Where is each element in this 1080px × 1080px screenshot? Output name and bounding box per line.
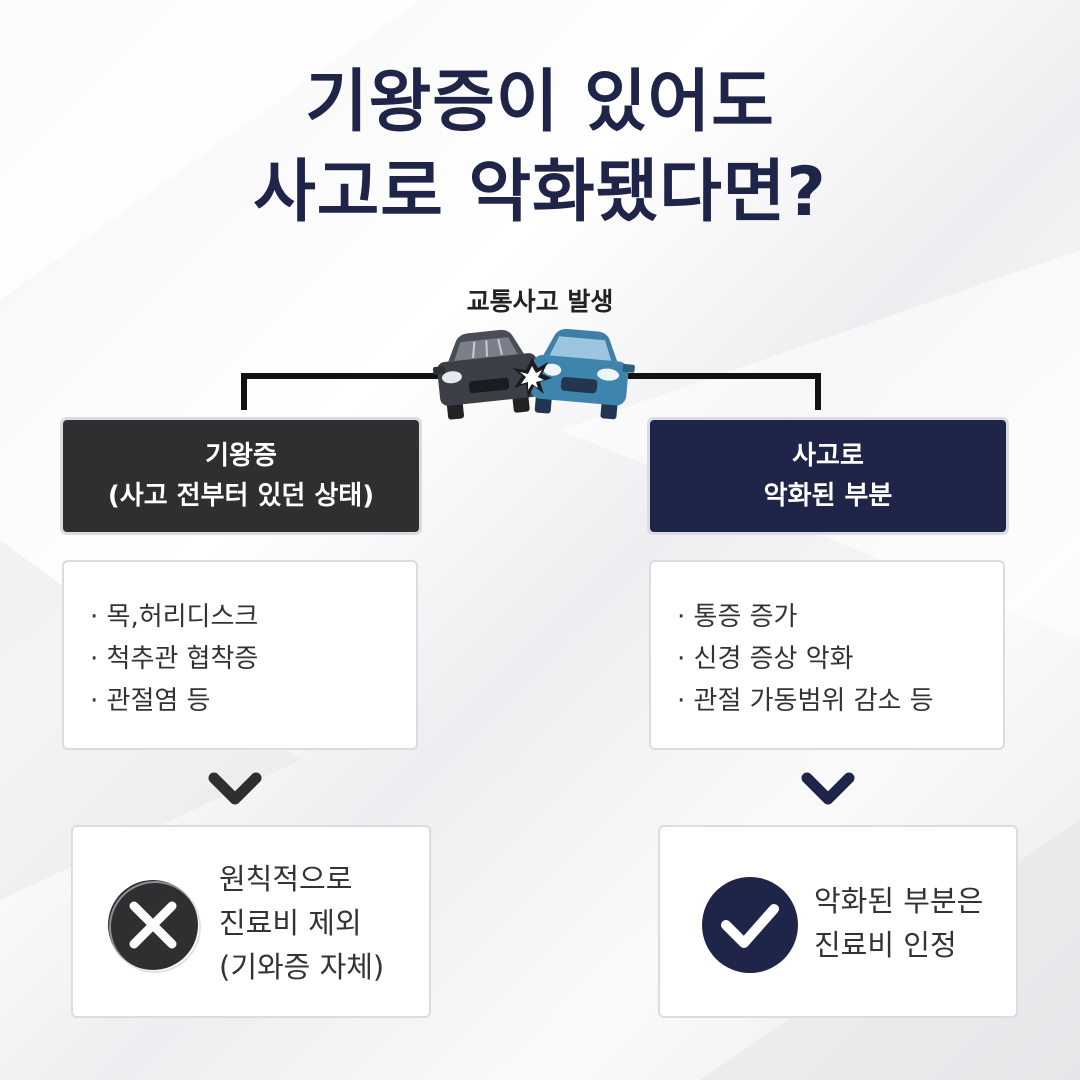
list-item: · 통증 증가: [677, 602, 798, 632]
title-line-2: 사고로 악화됐다면?: [253, 153, 827, 232]
excluded-result-box: 원칙적으로 진료비 제외 (기와증 자체): [71, 825, 431, 1018]
heading-line-2: (사고 전부터 있던 상태): [107, 481, 375, 511]
result-text: 악화된 부분은 진료비 인정: [814, 879, 983, 967]
list-item: · 척추관 협착증: [90, 644, 259, 674]
preexisting-condition-heading: 기왕증 (사고 전부터 있던 상태): [63, 420, 419, 532]
title-line-1: 기왕증이 있어도: [305, 63, 775, 142]
preexisting-condition-list: · 목,허리디스크 · 척추관 협착증 · 관절염 등: [62, 560, 418, 750]
list-item: · 신경 증상 악화: [677, 644, 854, 674]
aggravated-part-list: · 통증 증가 · 신경 증상 악화 · 관절 가동범위 감소 등: [649, 560, 1005, 750]
result-line: 진료비 제외: [219, 906, 362, 940]
result-line: (기와증 자체): [219, 950, 385, 984]
list-item: · 관절 가동범위 감소 등: [677, 686, 934, 716]
page-title: 기왕증이 있어도 사고로 악화됐다면?: [0, 58, 1080, 238]
event-label: 교통사고 발생: [466, 287, 614, 316]
heading-line-2: 악화된 부분: [763, 481, 893, 511]
list-item: · 목,허리디스크: [90, 602, 259, 632]
heading-line-1: 기왕증: [205, 441, 277, 471]
car-crash-icon: [433, 328, 635, 420]
check-icon: [702, 877, 798, 973]
result-line: 원칙적으로: [219, 862, 353, 896]
approved-result-box: 악화된 부분은 진료비 인정: [658, 825, 1018, 1018]
chevron-down-icon: [801, 772, 855, 805]
result-text: 원칙적으로 진료비 제외 (기와증 자체): [219, 857, 384, 989]
result-line: 진료비 인정: [814, 928, 957, 962]
list-item: · 관절염 등: [90, 686, 211, 716]
chevron-down-icon: [208, 772, 262, 805]
x-icon: [108, 880, 201, 973]
result-line: 악화된 부분은: [814, 884, 984, 918]
heading-line-1: 사고로: [792, 441, 864, 471]
aggravated-part-heading: 사고로 악화된 부분: [650, 420, 1006, 532]
